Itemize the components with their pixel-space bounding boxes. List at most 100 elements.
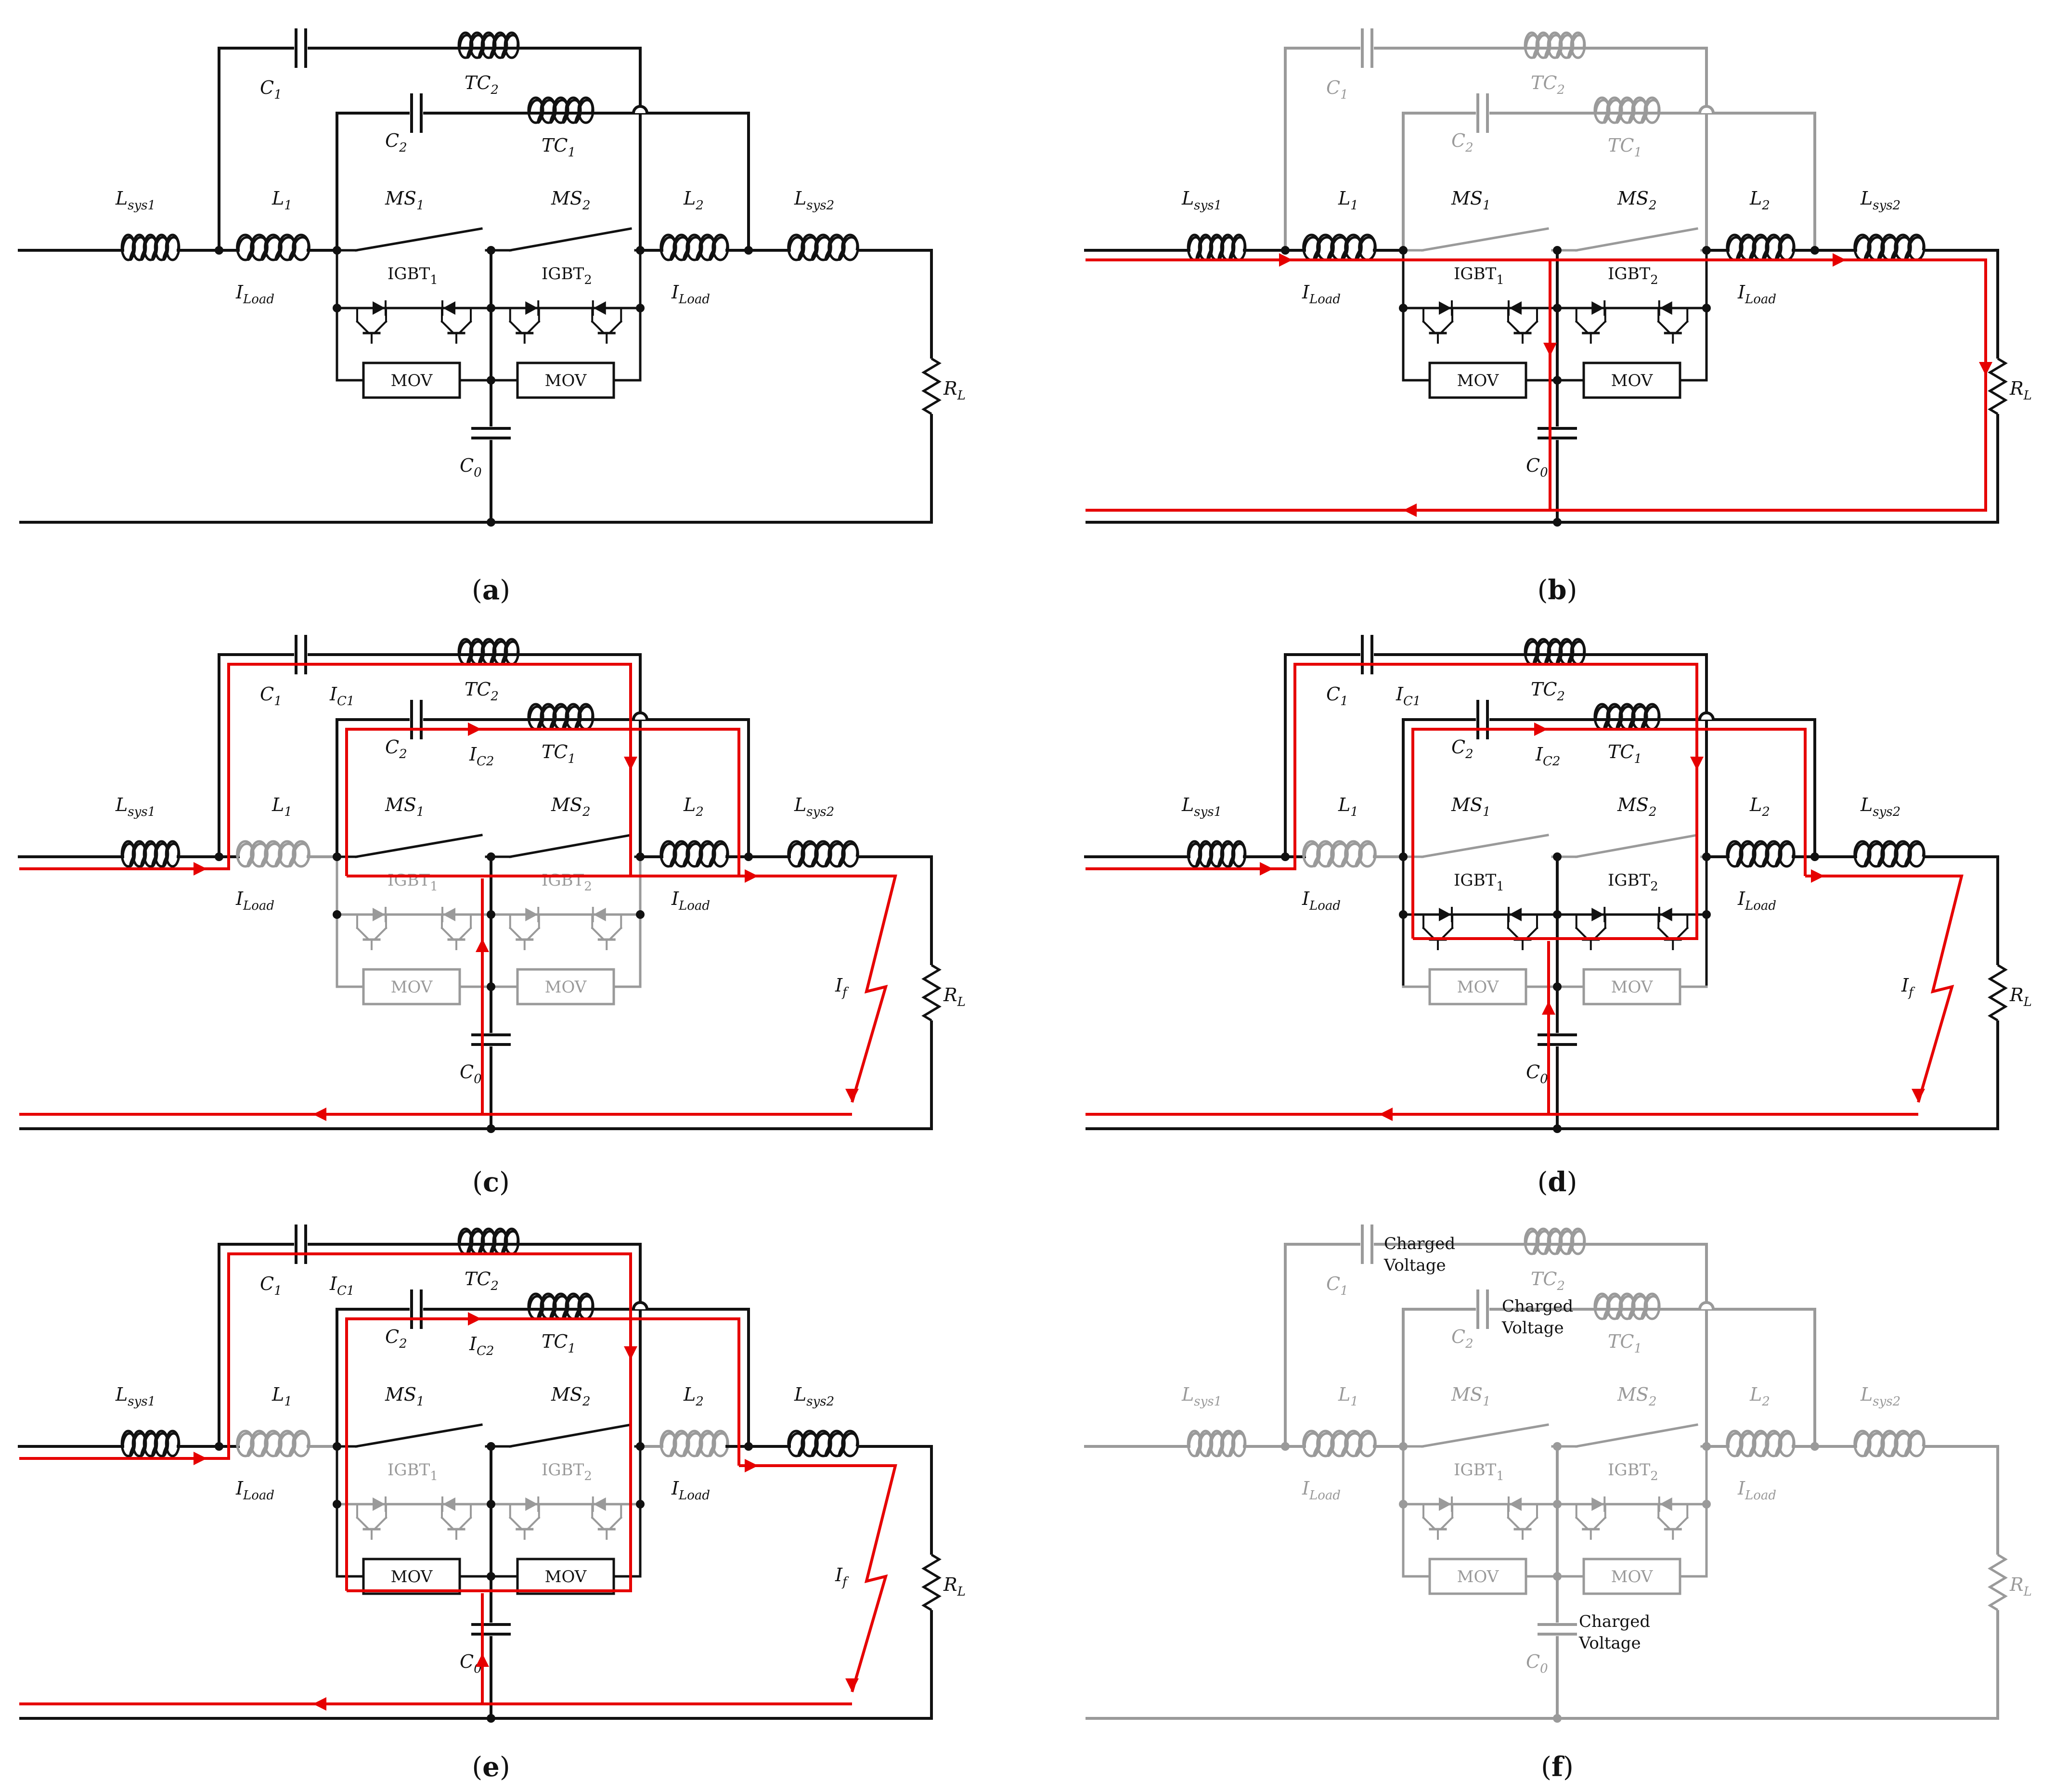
inductor-loop	[469, 31, 485, 59]
label-MS2: MS2	[551, 188, 591, 213]
mov-label: MOV	[391, 371, 433, 390]
mov-box	[1428, 361, 1527, 399]
transistor-emitter	[1525, 320, 1538, 334]
inductor-loop	[120, 233, 136, 261]
junction-dot	[215, 1442, 223, 1451]
junction-dot	[333, 910, 341, 919]
mov-2: MOV	[1582, 968, 1681, 1006]
inductor-Lsys1	[120, 233, 181, 261]
junction-dot	[1553, 910, 1562, 919]
junction-dot	[1553, 1442, 1562, 1451]
switch-blade	[509, 1423, 632, 1448]
igbt-pair-2	[1556, 1496, 1708, 1540]
inductor-coil	[1854, 236, 1925, 261]
label-MS1: MS1	[385, 794, 425, 819]
label-C2: C2	[385, 736, 407, 761]
transistor-emitter	[1593, 320, 1607, 334]
label-L2: L2	[1749, 188, 1770, 213]
current-path-c2	[1411, 728, 1807, 939]
inductor-loop	[1894, 840, 1912, 868]
diode-icon	[593, 301, 606, 315]
inductor-Lsys2	[787, 1430, 859, 1457]
inductor-TC2	[457, 31, 520, 59]
label-MS1: MS1	[1451, 1384, 1491, 1409]
diode-icon	[1591, 908, 1604, 921]
current-arrow-head	[1379, 1108, 1393, 1121]
switch-blade	[1421, 227, 1549, 252]
mov-1: MOV	[1428, 1558, 1527, 1595]
load-wire	[857, 855, 933, 965]
junction-dot	[636, 246, 645, 255]
transistor-emitter	[374, 1516, 388, 1530]
inductor-TC2	[1524, 1227, 1586, 1255]
inductor-coil	[1303, 1432, 1376, 1457]
label-MS1: MS1	[385, 188, 425, 213]
label-Lsys2: Lsys2	[794, 794, 834, 819]
inductor-loop	[672, 233, 690, 261]
inductor-loop	[1302, 1430, 1321, 1457]
transistor-emitter	[527, 927, 541, 940]
inductor-loop	[1316, 840, 1335, 868]
label-MS1: MS1	[1451, 188, 1491, 213]
current-path-c2	[345, 1317, 740, 1591]
transistor-emitter	[1525, 1516, 1538, 1530]
junction-dot	[1810, 1442, 1819, 1451]
transistor-emitter	[1525, 927, 1538, 940]
junction-dot	[1399, 910, 1408, 919]
label-Lsys1: Lsys1	[115, 188, 155, 213]
mov-label: MOV	[391, 978, 433, 997]
junction-dot	[744, 246, 753, 255]
transistor-emitter	[527, 320, 541, 334]
outer-branch	[1284, 653, 1708, 857]
inductor-loop	[131, 840, 147, 868]
label-MS1: MS1	[385, 1384, 425, 1409]
inductor-coil	[458, 34, 519, 59]
diode-icon	[1509, 1497, 1522, 1511]
transistor-collector	[1657, 320, 1671, 334]
inductor-loop	[841, 1430, 859, 1457]
mov-2: MOV	[516, 361, 615, 399]
inductor-loop	[1302, 840, 1321, 868]
inductor-loop	[1209, 840, 1225, 868]
mov-label: MOV	[1611, 1567, 1654, 1586]
wire-crossover	[1698, 105, 1715, 114]
junction-dot	[1553, 1714, 1562, 1723]
inductor-coil	[1525, 34, 1586, 59]
inductor-loop	[711, 233, 729, 261]
label-MS2: MS2	[1617, 1384, 1657, 1409]
label-If: If	[1901, 975, 1915, 1000]
diode-icon	[443, 1497, 455, 1511]
label-RL: RL	[2009, 984, 2032, 1009]
inductor-loop	[1643, 1292, 1661, 1320]
label-C2: C2	[385, 1326, 407, 1351]
inductor-loop	[1231, 840, 1247, 868]
caption-e: (e)	[472, 1751, 510, 1783]
transistor-collector	[1422, 320, 1435, 334]
inductor-Lsys1	[1187, 840, 1247, 868]
inductor-coil	[788, 236, 859, 261]
note-charged-c2-1: Charged	[1502, 1297, 1573, 1316]
junction-dot	[1399, 1442, 1408, 1451]
transistor-emitter	[459, 1516, 472, 1530]
inductor-Lsys1	[1187, 1430, 1247, 1457]
inductor-L1	[236, 1430, 310, 1457]
inductor-loop	[236, 1430, 255, 1457]
load-wire	[1923, 249, 1999, 359]
inductor-loop	[1853, 1430, 1872, 1457]
inductor-loop	[1220, 840, 1236, 868]
label-RL: RL	[2009, 378, 2032, 403]
inductor-loop	[1867, 1430, 1885, 1457]
inductor-loop	[1198, 1430, 1214, 1457]
current-arrow-head	[1279, 253, 1292, 267]
transistor-collector	[1422, 927, 1435, 940]
mov-1: MOV	[362, 968, 461, 1006]
inductor-coil	[660, 842, 729, 867]
label-TC2: TC2	[465, 72, 499, 97]
junction-dot	[1553, 982, 1562, 991]
inductor-loop	[1558, 31, 1575, 59]
capacitor-C2	[1476, 700, 1489, 739]
transistor-collector	[356, 1516, 369, 1530]
label-L1: L1	[271, 1384, 292, 1409]
